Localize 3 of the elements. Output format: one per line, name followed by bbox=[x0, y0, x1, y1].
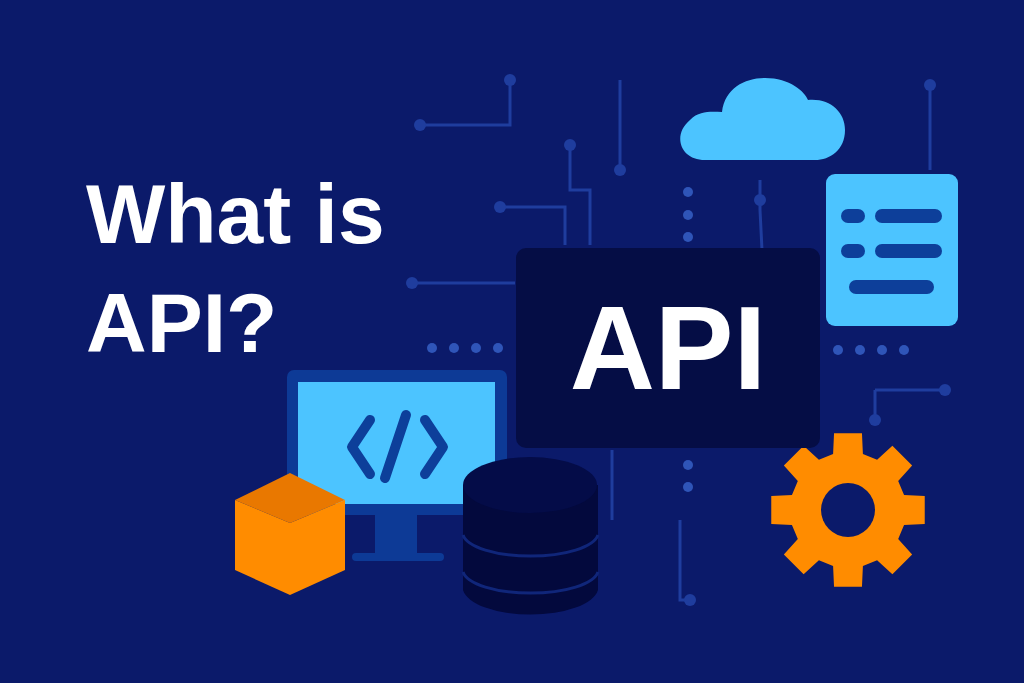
title: What is API? bbox=[86, 166, 386, 373]
api-box bbox=[516, 248, 820, 448]
api-label: API bbox=[569, 289, 767, 407]
